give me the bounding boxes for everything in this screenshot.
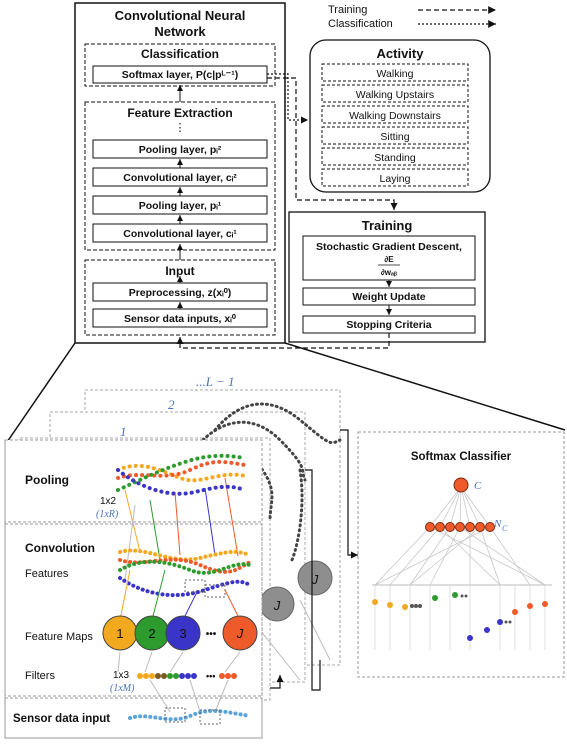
sensor-inputs-label: Sensor data inputs, xᵢ⁰ bbox=[124, 313, 237, 325]
feature-map-label-bg: J bbox=[311, 572, 319, 587]
feature-map-ellipsis: ••• bbox=[206, 629, 217, 640]
sgd-box bbox=[302, 235, 476, 281]
conv-layer-2-label: Convolutional layer, cᵢ² bbox=[123, 172, 237, 184]
layer-label-1: 1 bbox=[120, 424, 127, 439]
pool-size-symbol: (1xR) bbox=[96, 509, 119, 520]
softmax-nodes-sublabel: C bbox=[502, 524, 508, 533]
pooled-features bbox=[116, 453, 247, 496]
pooling-layer-2-box bbox=[92, 139, 268, 159]
sgd-fraction-numerator: ∂E bbox=[384, 255, 394, 264]
zoom-line-left bbox=[4, 342, 76, 446]
softmax-layer-label: Softmax layer, P(c|pᴸ⁻¹) bbox=[122, 69, 238, 81]
cnn-title-line1: Convolutional Neural bbox=[115, 8, 246, 23]
output-node-label: C bbox=[474, 480, 482, 492]
classifier-input-columns bbox=[374, 585, 546, 650]
sensor-input-section bbox=[4, 697, 263, 739]
preprocessing-label: Preprocessing, z(xᵢ⁰) bbox=[129, 287, 232, 299]
feature-map-2-label: 2 bbox=[148, 626, 155, 641]
softmax-classifier-title: Softmax Classifier bbox=[411, 451, 512, 463]
convolution-label: Convolution bbox=[25, 541, 95, 555]
cnn-panel: Convolutional Neural Network Classificat… bbox=[74, 2, 286, 344]
conv-features bbox=[118, 548, 252, 598]
feature-map-3 bbox=[165, 615, 201, 651]
activity-title: Activity bbox=[377, 46, 425, 61]
sensor-input-label: Sensor data input bbox=[13, 713, 110, 725]
cnn-title-line2: Network bbox=[154, 24, 206, 39]
classifier-edges bbox=[374, 486, 546, 586]
activity-item: Walking Downstairs bbox=[349, 110, 441, 122]
feature-map-J-label: J bbox=[236, 626, 244, 641]
sensor-signal bbox=[128, 707, 252, 725]
conv-layer-1-label: Convolutional layer, cᵢ¹ bbox=[123, 228, 237, 240]
flattened-inputs bbox=[372, 592, 548, 641]
weight-update-label: Weight Update bbox=[352, 291, 425, 303]
map-connection-lines bbox=[117, 569, 241, 673]
filters-label: Filters bbox=[25, 670, 55, 682]
output-node bbox=[453, 477, 469, 493]
pool-size-label: 1x2 bbox=[100, 496, 117, 507]
feature-extraction-title: Feature Extraction bbox=[127, 106, 232, 120]
panel-connectors bbox=[176, 73, 398, 349]
feature-map-3-label: 3 bbox=[179, 626, 186, 641]
activity-item: Walking Upstairs bbox=[356, 89, 434, 101]
activity-item: Walking bbox=[377, 68, 414, 80]
feature-extraction-ellipsis: ⋮ bbox=[175, 122, 186, 134]
convolution-section bbox=[4, 523, 263, 697]
legend-classification-label: Classification bbox=[328, 18, 393, 30]
stopping-criteria-label: Stopping Criteria bbox=[346, 319, 431, 331]
activity-panel: Activity Walking Walking Upstairs Walkin… bbox=[309, 39, 491, 193]
pooling-section bbox=[4, 439, 263, 523]
input-title: Input bbox=[165, 264, 194, 278]
features-label: Features bbox=[25, 568, 69, 580]
feature-map-J bbox=[222, 615, 258, 651]
activity-item: Laying bbox=[380, 173, 411, 185]
softmax-nodes bbox=[425, 522, 495, 532]
activity-list: Walking Walking Upstairs Walking Downsta… bbox=[321, 63, 469, 187]
softmax-classifier-panel: Softmax Classifier C bbox=[357, 431, 565, 678]
feature-map-label-bg: J bbox=[273, 598, 281, 613]
feature-map-1-label: 1 bbox=[116, 626, 123, 641]
pooling-layer-1-label: Pooling layer, pᵢ¹ bbox=[139, 200, 222, 212]
card-to-classifier-arrows bbox=[270, 429, 358, 691]
legend-training-label: Training bbox=[328, 4, 367, 16]
sgd-fraction-denominator: ∂wₐᵦ bbox=[381, 268, 397, 277]
filters-ellipsis: ••• bbox=[206, 671, 215, 681]
filter-size-symbol: (1xM) bbox=[110, 683, 135, 694]
input-group bbox=[84, 259, 276, 336]
pooling-layer-2-label: Pooling layer, pᵢ² bbox=[139, 144, 222, 156]
activity-item: Standing bbox=[374, 152, 416, 164]
training-panel: Training Stochastic Gradient Descent, ∂E… bbox=[288, 211, 486, 343]
feature-maps: 1 2 3 ••• J bbox=[102, 615, 258, 651]
pool-connection-lines bbox=[124, 477, 239, 581]
zoom-line-right bbox=[284, 342, 566, 431]
classification-title: Classification bbox=[141, 47, 219, 61]
pooling-label: Pooling bbox=[25, 473, 69, 487]
softmax-nodes-label: N bbox=[493, 518, 502, 530]
feature-maps-label: Feature Maps bbox=[25, 631, 93, 643]
layer-label-L-1: ...L − 1 bbox=[196, 374, 235, 389]
filters-row: ••• bbox=[137, 671, 237, 713]
training-title: Training bbox=[362, 218, 413, 233]
legend: Training Classification bbox=[328, 4, 496, 30]
detail-card: Pooling 1x2 (1xR) Convolution Features F… bbox=[4, 439, 263, 739]
filter-size-label: 1x3 bbox=[113, 670, 130, 681]
feature-map-circle-bg bbox=[297, 560, 333, 596]
sgd-label: Stochastic Gradient Descent, bbox=[316, 241, 462, 253]
activity-item: Sitting bbox=[380, 131, 409, 143]
layer-label-2: 2 bbox=[168, 397, 175, 412]
